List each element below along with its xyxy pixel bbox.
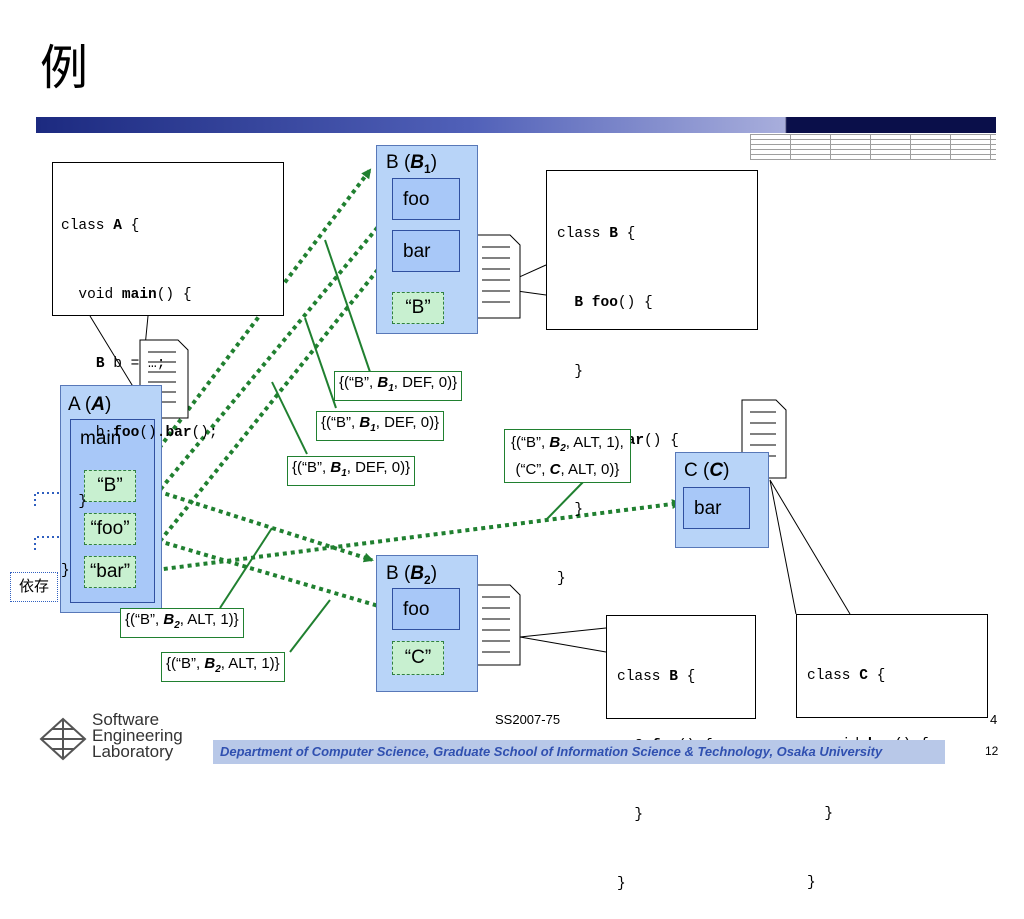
code-line: }: [61, 494, 88, 510]
callout-tail-c: [769, 479, 851, 615]
code-line: }: [807, 875, 816, 891]
code-callout-b2: class B { C foo() { } }: [606, 615, 756, 892]
annotation-b1-def-2: {(“B”, B1, DEF, 0)}: [316, 411, 445, 441]
literal-b2-c: “C”: [392, 641, 444, 675]
class-b1-label: B (B1): [386, 152, 438, 176]
code-line: }: [557, 571, 566, 587]
leader-b1-def-1: [324, 239, 371, 373]
code-line: }: [557, 502, 584, 518]
code-line: }: [617, 876, 626, 892]
arrow-a-b-to-b1: [133, 168, 372, 482]
class-b2-label: B (B2): [386, 563, 438, 587]
method-c-bar: bar: [683, 487, 750, 529]
annotation-b2-alt-2: {(“B”, B2, ALT, 1)}: [161, 652, 285, 682]
leader-b1-def-3: [271, 381, 308, 455]
literal-b: “B”: [84, 470, 136, 502]
literal-b1-b: “B”: [392, 292, 444, 324]
dependency-label: 依存: [10, 572, 58, 602]
footer-department: Department of Computer Science, Graduate…: [220, 744, 883, 759]
arrow-a-bar-to-b1-bar: [138, 250, 394, 568]
document-icon-b1: [475, 234, 521, 319]
code-callout-a: class A { void main() { B b = …; b.foo()…: [52, 162, 284, 579]
grid-decoration: [750, 134, 996, 160]
code-line: class B {: [557, 226, 636, 242]
annotation-line: {(“B”, B2, ALT, 1),: [511, 434, 624, 454]
arrow-a-foo-to-b1-foo: [133, 208, 394, 522]
title-underline-bar: [36, 117, 996, 133]
literal-foo: “foo”: [84, 513, 136, 545]
code-callout-c: class C { void bar() { } }: [796, 614, 988, 891]
leader-b2-alt-1: [219, 527, 273, 609]
code-line: }: [807, 806, 834, 822]
footer-bar: [213, 740, 945, 764]
annotation-line: (“C”, C, ALT, 0)}: [515, 461, 620, 478]
arrow-a-bar-to-c-bar: [139, 499, 682, 574]
sel-logo-icon: [39, 717, 87, 761]
annotation-b1-def-3: {(“B”, B1, DEF, 0)}: [287, 456, 416, 486]
annotation-b2-alt-1: {(“B”, B2, ALT, 1)}: [120, 608, 244, 638]
code-line: B foo() {: [574, 295, 653, 311]
code-line: b.foo().bar();: [61, 425, 218, 441]
page-number: 12: [985, 744, 999, 758]
document-icon-b2: [475, 584, 521, 666]
callout-tail-b2: [519, 627, 607, 653]
method-b1-bar: bar: [392, 230, 460, 272]
method-b2-foo: foo: [392, 588, 460, 630]
leader-b2-alt-2: [289, 599, 331, 653]
code-line: }: [557, 364, 584, 380]
code-line: class C {: [807, 668, 886, 684]
code-line: class A {: [61, 218, 140, 234]
code-line: void main() {: [61, 287, 192, 303]
leader-b2-alt-c: [545, 479, 586, 521]
literal-bar: “bar”: [84, 556, 136, 588]
code-line: }: [61, 563, 70, 579]
code-callout-b1: class B { B foo() { } void bar() { } }: [546, 170, 758, 587]
leader-b1-def-2: [304, 317, 337, 409]
slide-id: SS2007-75: [495, 712, 561, 727]
code-line: B b = …;: [95, 356, 166, 372]
code-line: class B {: [617, 669, 696, 685]
code-line: }: [617, 807, 644, 823]
annotation-b2-alt-c: {(“B”, B2, ALT, 1), (“C”, C, ALT, 0)}: [504, 429, 631, 483]
annotation-b1-def-1: {(“B”, B1, DEF, 0)}: [334, 371, 463, 401]
method-main-label: main: [80, 428, 122, 449]
arrow-a-b-to-b2: [134, 482, 374, 563]
page-title: 例: [40, 40, 89, 96]
class-a-label: A (A): [68, 394, 112, 415]
class-c-label: C (C): [684, 460, 730, 481]
sel-logo-text: Software Engineering Laboratory: [92, 710, 183, 761]
method-b1-foo: foo: [392, 178, 460, 220]
slide-sub-number: 4: [990, 712, 998, 727]
